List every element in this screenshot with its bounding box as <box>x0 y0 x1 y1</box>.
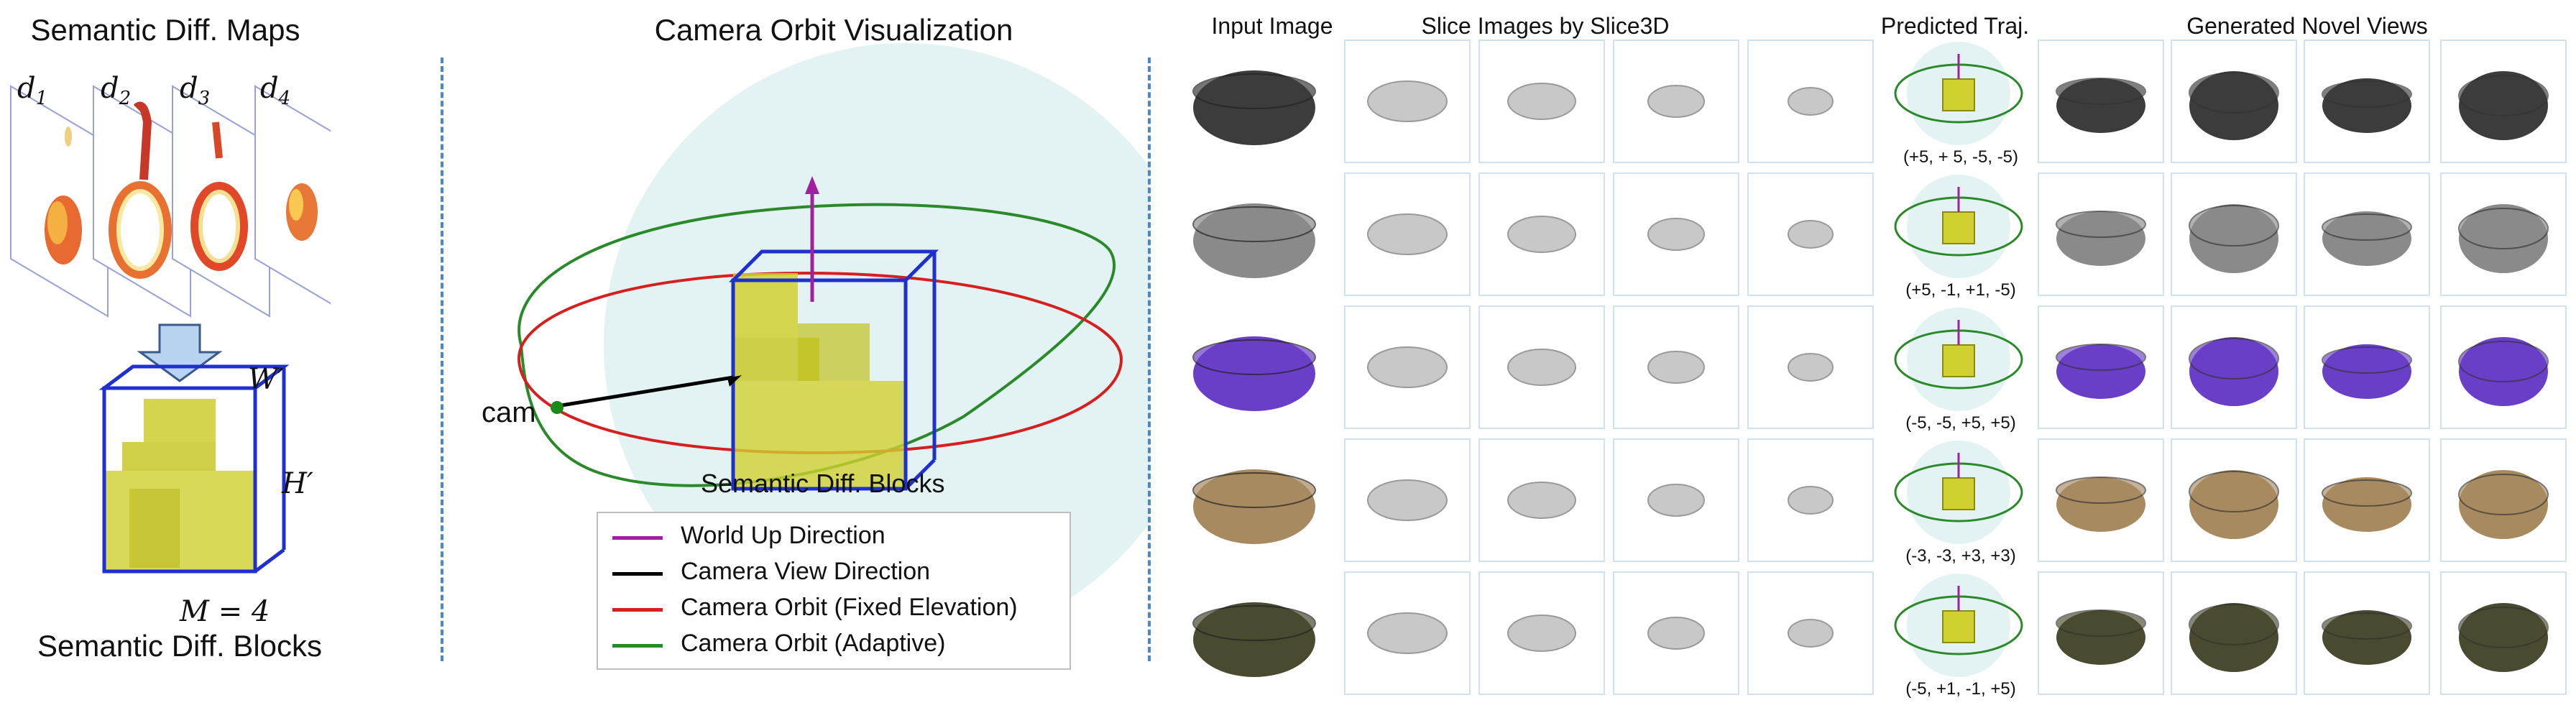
left-bottom-label: Semantic Diff. Blocks <box>37 629 323 663</box>
slice-image <box>1747 305 1874 429</box>
novel-view-image <box>2440 438 2567 562</box>
map-label-4: d4 <box>260 72 291 109</box>
orbit-adaptive <box>518 203 1116 487</box>
novel-view-image <box>2171 40 2297 163</box>
orbit-blocks-label: Semantic Diff. Blocks <box>701 469 945 498</box>
camera-view-arrowhead-icon <box>727 375 742 387</box>
left-panel-title: Semantic Diff. Maps <box>30 13 300 47</box>
header-input-image: Input Image <box>1211 13 1333 39</box>
legend-swatch-up <box>612 536 663 540</box>
map-plane-3 <box>172 85 270 318</box>
slice-image <box>1747 40 1874 163</box>
map-label-3: d3 <box>180 72 211 109</box>
novel-view-image <box>2171 172 2297 296</box>
novel-view-image <box>2304 172 2430 296</box>
slice-image <box>1613 40 1739 163</box>
map-label-2: d2 <box>101 72 132 109</box>
slice-image <box>1344 571 1471 695</box>
novel-view-image <box>2038 305 2164 429</box>
novel-view-image <box>2171 305 2297 429</box>
novel-view-image <box>2038 40 2164 163</box>
input-image <box>1179 40 1330 163</box>
legend-label-fixed: Camera Orbit (Fixed Elevation) <box>681 594 1018 621</box>
trajectory-label: (+5, + 5, -5, -5) <box>1903 147 2019 167</box>
trajectory-image <box>1887 571 2034 679</box>
novel-view-image <box>2440 305 2567 429</box>
slice-image <box>1747 571 1874 695</box>
novel-view-image <box>2440 172 2567 296</box>
view-sphere <box>604 43 1150 647</box>
trajectory-image <box>1887 40 2034 147</box>
slice-image <box>1478 172 1605 296</box>
orbit-legend: World Up Direction Camera View Direction… <box>597 512 1071 670</box>
trajectory-image <box>1887 172 2034 280</box>
header-predicted-traj: Predicted Traj. <box>1880 13 2030 39</box>
slice-image <box>1478 438 1605 562</box>
trajectory-label: (-3, -3, +3, +3) <box>1905 546 2016 566</box>
trajectory-image <box>1887 305 2034 413</box>
world-up-arrowhead-icon <box>805 176 819 194</box>
orbit-fixed <box>517 271 1123 455</box>
input-image <box>1179 305 1330 429</box>
cam-label: cam <box>482 397 536 428</box>
slice-image <box>1344 40 1471 163</box>
camera-dot <box>551 401 564 414</box>
slice-image <box>1478 40 1605 163</box>
novel-view-image <box>2440 40 2567 163</box>
novel-view-image <box>2038 438 2164 562</box>
legend-label-up: World Up Direction <box>681 522 886 549</box>
novel-view-image <box>2304 305 2430 429</box>
divider-right <box>1148 57 1151 661</box>
map-plane-1 <box>10 85 109 318</box>
m-label: M = 4 <box>180 595 270 628</box>
h-prime-label: H′ <box>282 467 313 500</box>
slice-image <box>1478 305 1605 429</box>
novel-view-image <box>2304 40 2430 163</box>
novel-view-image <box>2304 571 2430 695</box>
novel-view-image <box>2038 172 2164 296</box>
divider-left <box>441 57 443 661</box>
slice-image <box>1613 172 1739 296</box>
input-image <box>1179 571 1330 695</box>
camera-orbit-figure <box>517 43 1150 647</box>
map-plane-4 <box>254 85 331 305</box>
input-image <box>1179 172 1330 296</box>
novel-view-image <box>2304 438 2430 562</box>
header-slice-images: Slice Images by Slice3D <box>1421 13 1670 39</box>
camera-view-arrow <box>556 375 734 408</box>
trajectory-label: (-5, -5, +5, +5) <box>1905 413 2016 433</box>
map-label-1: d1 <box>17 72 48 109</box>
slice-image <box>1613 305 1739 429</box>
orbit-voxel-blocks <box>728 249 939 491</box>
trajectory-image <box>1887 438 2034 546</box>
middle-panel-title: Camera Orbit Visualization <box>654 13 1013 47</box>
input-image <box>1179 438 1330 562</box>
trajectory-label: (-5, +1, -1, +5) <box>1905 679 2016 699</box>
novel-view-image <box>2038 571 2164 695</box>
slice-image <box>1344 305 1471 429</box>
slice-image <box>1613 438 1739 562</box>
w-prime-label: W′ <box>248 363 285 396</box>
slice-image <box>1747 172 1874 296</box>
trajectory-label: (+5, -1, +1, -5) <box>1905 280 2016 300</box>
slice-image <box>1344 172 1471 296</box>
header-novel-views: Generated Novel Views <box>2186 13 2428 39</box>
novel-view-image <box>2171 571 2297 695</box>
slice-image <box>1478 571 1605 695</box>
legend-swatch-view <box>612 572 663 576</box>
down-arrow-icon <box>137 323 223 382</box>
novel-view-image <box>2171 438 2297 562</box>
slice-image <box>1344 438 1471 562</box>
legend-label-adaptive: Camera Orbit (Adaptive) <box>681 630 946 657</box>
novel-view-image <box>2440 571 2567 695</box>
legend-swatch-fixed <box>612 608 663 612</box>
legend-label-view: Camera View Direction <box>681 558 931 585</box>
map-plane-2 <box>93 85 191 318</box>
legend-swatch-adaptive <box>612 644 663 648</box>
slice-image <box>1747 438 1874 562</box>
semantic-voxel-box <box>98 364 290 574</box>
semantic-diff-maps-figure <box>10 85 331 574</box>
slice-image <box>1613 571 1739 695</box>
